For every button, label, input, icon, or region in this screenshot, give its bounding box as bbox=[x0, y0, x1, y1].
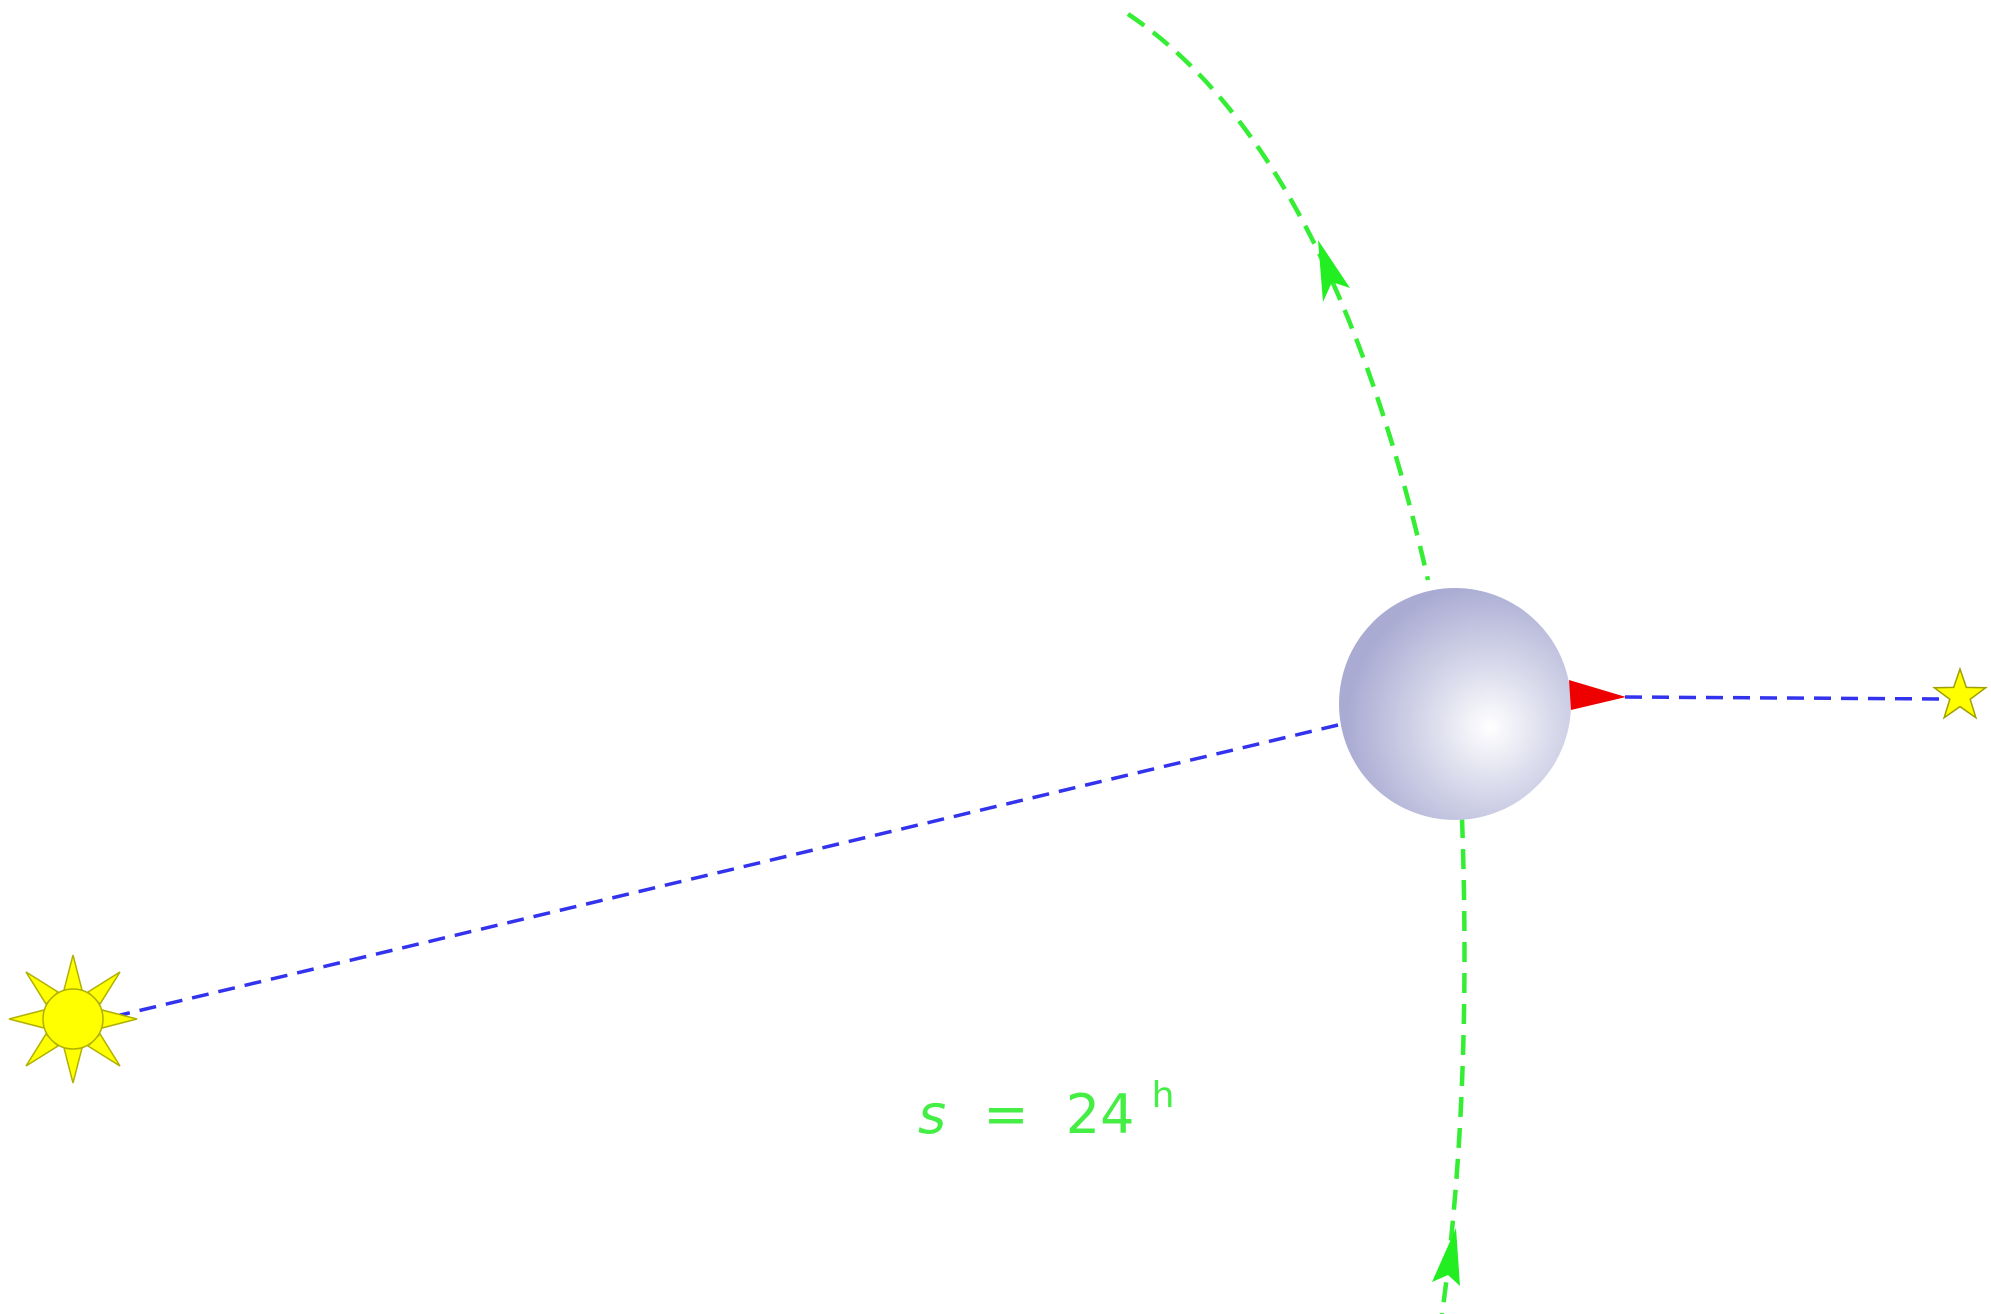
label-unit: h bbox=[1152, 1075, 1175, 1116]
sun-icon bbox=[8, 954, 138, 1084]
red-triangle-marker bbox=[1569, 680, 1626, 710]
orbit-direction-arrow-upper bbox=[1318, 240, 1350, 302]
label-value: 24 bbox=[1066, 1083, 1135, 1146]
label-variable: s bbox=[918, 1083, 946, 1146]
label-equals: = bbox=[983, 1083, 1028, 1146]
star-icon bbox=[1932, 666, 1988, 720]
sidereal-day-label: s = 24 h bbox=[918, 1075, 1174, 1146]
sight-line-to-star bbox=[1624, 695, 1946, 701]
orbit-path-upper bbox=[1126, 12, 1431, 581]
orbit-direction-arrow-lower bbox=[1432, 1228, 1460, 1286]
sight-line-to-sun bbox=[107, 723, 1339, 1020]
planet-sphere bbox=[1339, 588, 1571, 820]
